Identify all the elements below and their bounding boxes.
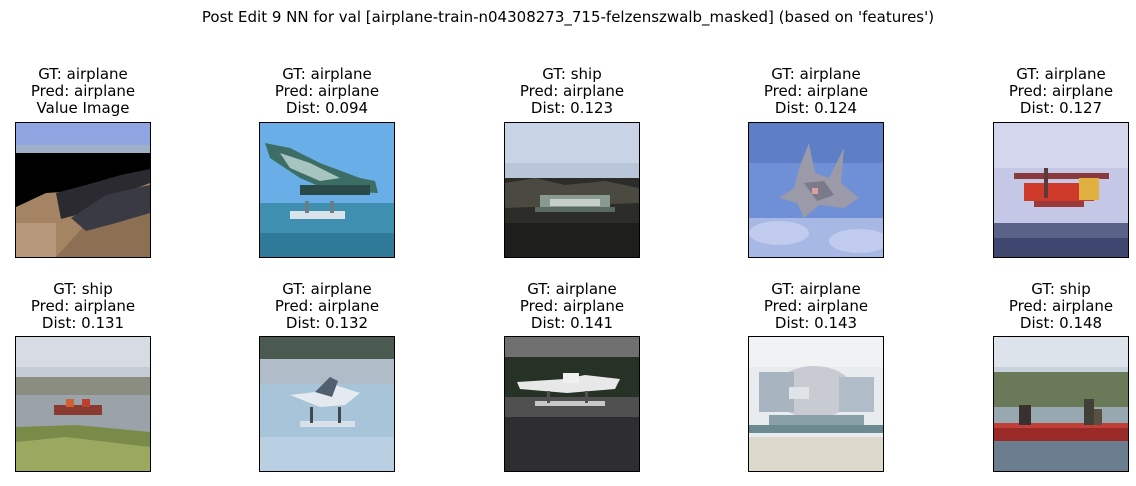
gt-label: GT: airplane (771, 65, 861, 83)
pred-label: Pred: airplane (1008, 82, 1114, 100)
value-image-label: Value Image (36, 99, 130, 117)
dist-label: Dist: 0.124 (774, 99, 858, 117)
panel-caption: GT: airplane Pred: airplane Value Image (0, 66, 191, 117)
neighbor-image (259, 336, 395, 472)
pred-label: Pred: airplane (1008, 297, 1114, 315)
gt-label: GT: ship (1031, 280, 1091, 298)
neighbor-image (748, 336, 884, 472)
neighbor-image (993, 336, 1129, 472)
neighbor-image (748, 122, 884, 258)
gt-label: GT: airplane (282, 65, 372, 83)
neighbor-image (504, 122, 640, 258)
figure-title: Post Edit 9 NN for val [airplane-train-n… (201, 8, 935, 26)
gt-label: GT: ship (542, 65, 602, 83)
dist-label: Dist: 0.131 (41, 314, 125, 332)
dist-label: Dist: 0.094 (285, 99, 369, 117)
panel-caption: GT: airplane Pred: airplane Dist: 0.127 (953, 66, 1136, 117)
dist-label: Dist: 0.123 (530, 99, 614, 117)
dist-label: Dist: 0.127 (1019, 99, 1103, 117)
pred-label: Pred: airplane (519, 297, 625, 315)
panel-caption: GT: airplane Pred: airplane Dist: 0.094 (219, 66, 435, 117)
pred-label: Pred: airplane (274, 82, 380, 100)
pred-label: Pred: airplane (763, 297, 869, 315)
dist-label: Dist: 0.132 (285, 314, 369, 332)
dist-label: Dist: 0.148 (1019, 314, 1103, 332)
query-image (15, 122, 151, 258)
gt-label: GT: airplane (282, 280, 372, 298)
pred-label: Pred: airplane (519, 82, 625, 100)
neighbor-image (504, 336, 640, 472)
panel-caption: GT: airplane Pred: airplane Dist: 0.141 (464, 281, 680, 332)
pred-label: Pred: airplane (763, 82, 869, 100)
gt-label: GT: airplane (1016, 65, 1106, 83)
panel-caption: GT: ship Pred: airplane Dist: 0.131 (0, 281, 191, 332)
pred-label: Pred: airplane (274, 297, 380, 315)
gt-label: GT: airplane (527, 280, 617, 298)
panel-caption: GT: airplane Pred: airplane Dist: 0.132 (219, 281, 435, 332)
gt-label: GT: airplane (771, 280, 861, 298)
gt-label: GT: airplane (38, 65, 128, 83)
neighbor-image (259, 122, 395, 258)
panel-caption: GT: ship Pred: airplane Dist: 0.148 (953, 281, 1136, 332)
neighbor-image (15, 336, 151, 472)
neighbor-image (993, 122, 1129, 258)
panel-caption: GT: airplane Pred: airplane Dist: 0.124 (708, 66, 924, 117)
panel-caption: GT: ship Pred: airplane Dist: 0.123 (464, 66, 680, 117)
pred-label: Pred: airplane (30, 82, 136, 100)
dist-label: Dist: 0.141 (530, 314, 614, 332)
dist-label: Dist: 0.143 (774, 314, 858, 332)
panel-caption: GT: airplane Pred: airplane Dist: 0.143 (708, 281, 924, 332)
gt-label: GT: ship (53, 280, 113, 298)
pred-label: Pred: airplane (30, 297, 136, 315)
